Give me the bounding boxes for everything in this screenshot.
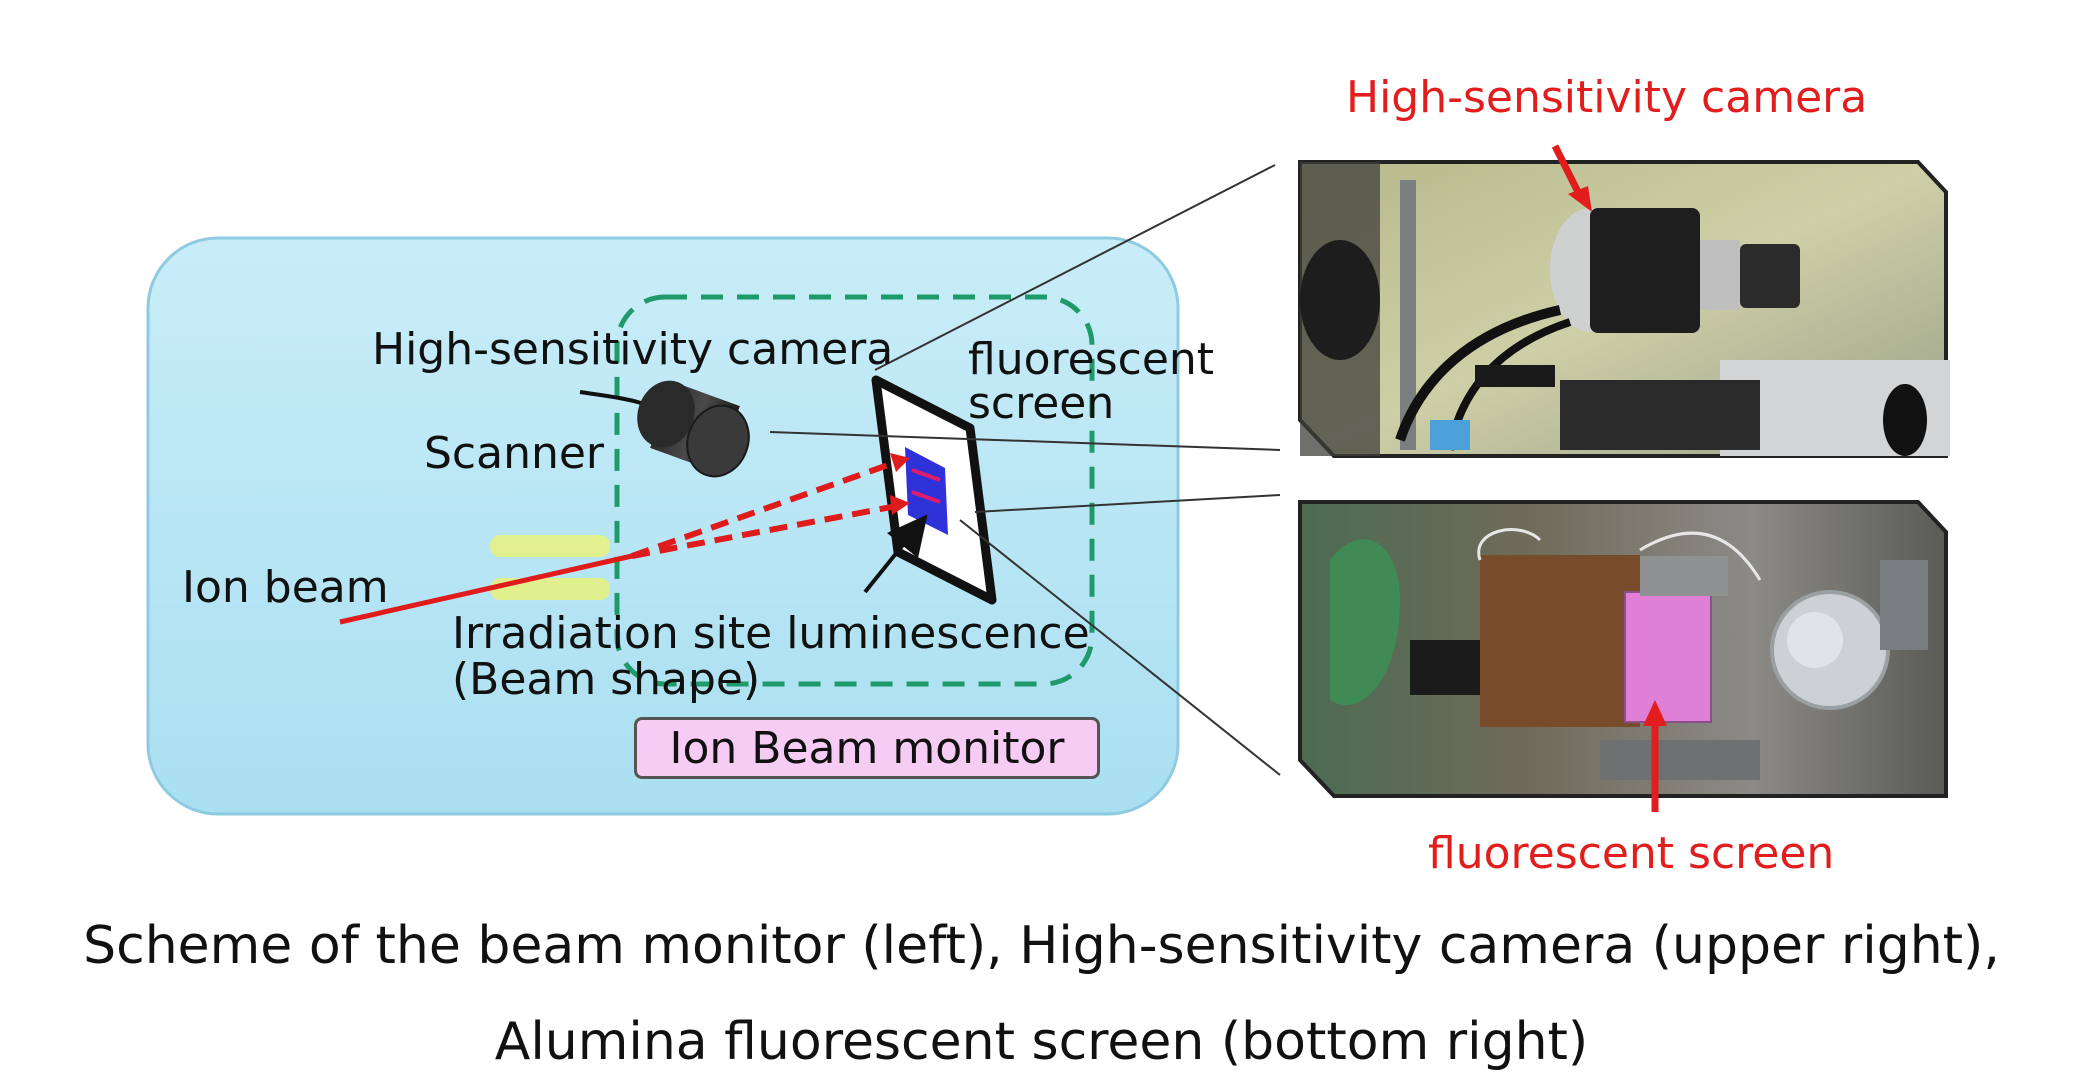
- beam-spot: [905, 447, 948, 535]
- caption-line1: Scheme of the beam monitor (left), High-…: [83, 916, 2000, 976]
- irradiation-label-line2: (Beam shape): [452, 654, 761, 705]
- screen-photo: [1298, 500, 1948, 798]
- screen-label-line1: fluorescent: [968, 334, 1215, 385]
- photo-screen-label: fluorescent screen: [1428, 828, 1835, 879]
- diagram-panel: [146, 236, 1180, 816]
- photo-camera-label: High-sensitivity camera: [1346, 72, 1868, 123]
- caption-line2: Alumina fluorescent screen (bottom right…: [494, 1012, 1589, 1072]
- camera-icon: [637, 380, 750, 478]
- ion-beam-label: Ion beam: [182, 562, 389, 613]
- ion-beam-line: [339, 553, 633, 625]
- screen-label-line2: screen: [968, 378, 1115, 429]
- beam-dashed-lower: [631, 502, 903, 559]
- camera-photo-arrow: [1551, 144, 1584, 198]
- monitor-dashed-box: [614, 294, 1095, 687]
- camera-label: High-sensitivity camera: [372, 324, 894, 375]
- ion-beam-monitor-tag: Ion Beam monitor: [634, 717, 1100, 779]
- beam-dashed-upper: [630, 457, 904, 559]
- scanner-label: Scanner: [424, 428, 605, 479]
- irradiation-arrow: [863, 514, 928, 594]
- camera-photo: [1298, 160, 1950, 458]
- irradiation-label-line1: Irradiation site luminescence: [452, 608, 1090, 659]
